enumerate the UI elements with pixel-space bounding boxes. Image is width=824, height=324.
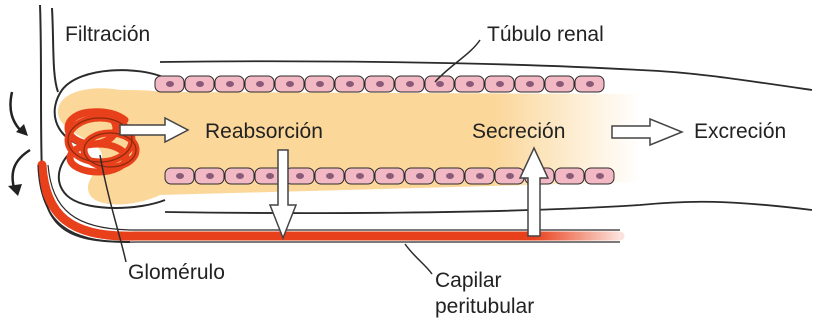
cell-nucleus (346, 81, 354, 87)
label-excrecion: Excreción (694, 121, 786, 142)
cell-nucleus (206, 173, 214, 179)
label-glomerulo: Glomérulo (128, 262, 225, 283)
cell-nucleus (196, 81, 204, 87)
cell-nucleus (236, 173, 244, 179)
cell-nucleus (286, 81, 294, 87)
label-tubulo-renal: Túbulo renal (487, 24, 604, 45)
cell-nucleus (476, 173, 484, 179)
cell-nucleus (386, 173, 394, 179)
capilar-leader (405, 244, 432, 274)
label-capilar: Capilar (435, 270, 502, 291)
cell-nucleus (326, 173, 334, 179)
cell-nucleus (226, 81, 234, 87)
blood-outflow-arrowhead (8, 184, 22, 196)
cell-nucleus (586, 81, 594, 87)
cell-nucleus (526, 81, 534, 87)
cell-nucleus (566, 173, 574, 179)
cell-nucleus (376, 81, 384, 87)
afferent-arteriole-inner (52, 8, 58, 92)
cell-nucleus (316, 81, 324, 87)
blood-inflow-arrow (10, 92, 22, 132)
label-reabsorcion: Reabsorción (205, 121, 323, 142)
cell-nucleus (356, 173, 364, 179)
cell-nucleus (256, 81, 264, 87)
cell-nucleus (446, 173, 454, 179)
epithelial-cells-top (155, 76, 604, 92)
blood-outflow-arrow (13, 150, 30, 188)
cell-nucleus (266, 173, 274, 179)
cell-nucleus (406, 81, 414, 87)
tubule-lumen (58, 88, 640, 204)
cell-nucleus (496, 81, 504, 87)
label-peritubular: peritubular (435, 296, 534, 317)
cell-nucleus (296, 173, 304, 179)
cell-nucleus (436, 81, 444, 87)
label-filtracion: Filtración (65, 24, 150, 45)
cell-nucleus (596, 173, 604, 179)
cell-nucleus (556, 81, 564, 87)
cell-nucleus (416, 173, 424, 179)
cell-nucleus (506, 173, 514, 179)
label-secrecion: Secreción (472, 121, 565, 142)
cell-nucleus (176, 173, 184, 179)
tubule-wall-bottom (165, 202, 812, 213)
cell-nucleus (166, 81, 174, 87)
cell-nucleus (466, 81, 474, 87)
